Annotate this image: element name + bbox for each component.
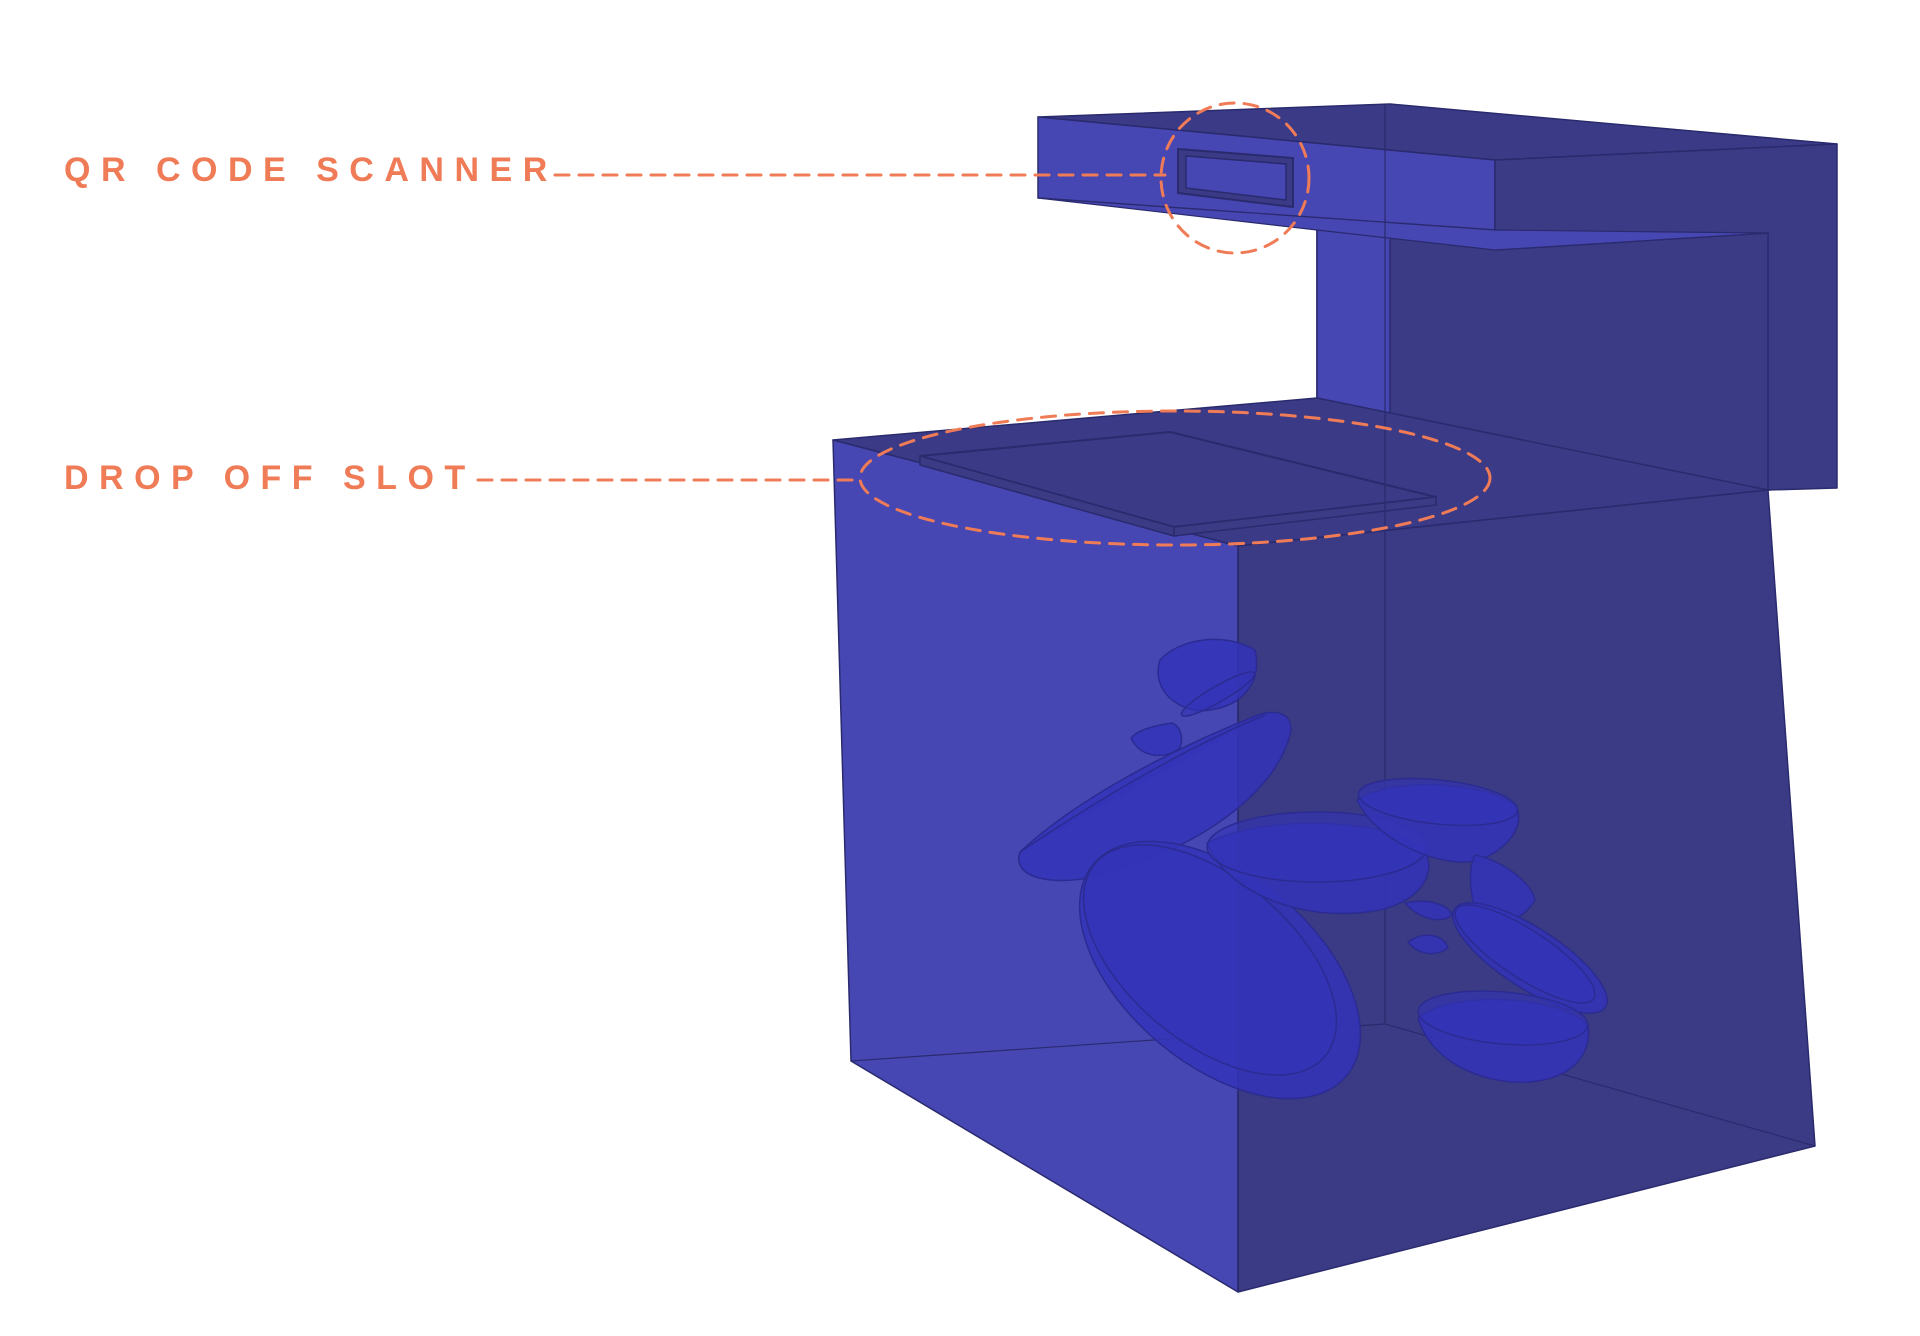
qr-code-scanner-label: QR CODE SCANNER	[64, 151, 558, 189]
bowl-rim	[1454, 904, 1596, 1004]
bowl-rim	[1019, 714, 1266, 853]
scanner-window-inner	[1185, 155, 1287, 201]
highlight-ring	[1159, 101, 1311, 255]
bowl-rim	[1417, 990, 1589, 1046]
canopy-underside	[1037, 197, 1769, 251]
callout-slot	[476, 409, 1492, 547]
highlight-ring	[858, 409, 1492, 547]
drop-off-slot-lip-right	[1173, 496, 1437, 537]
bowls-inside	[1017, 638, 1608, 1100]
callout-scanner	[553, 101, 1311, 255]
bowl-rim	[1180, 671, 1256, 717]
bowl	[1130, 722, 1183, 757]
drop-off-slot-label: DROP OFF SLOT	[64, 459, 476, 497]
bowl	[1017, 711, 1292, 882]
bowl	[1406, 934, 1449, 955]
bowl-rim	[1357, 777, 1519, 827]
